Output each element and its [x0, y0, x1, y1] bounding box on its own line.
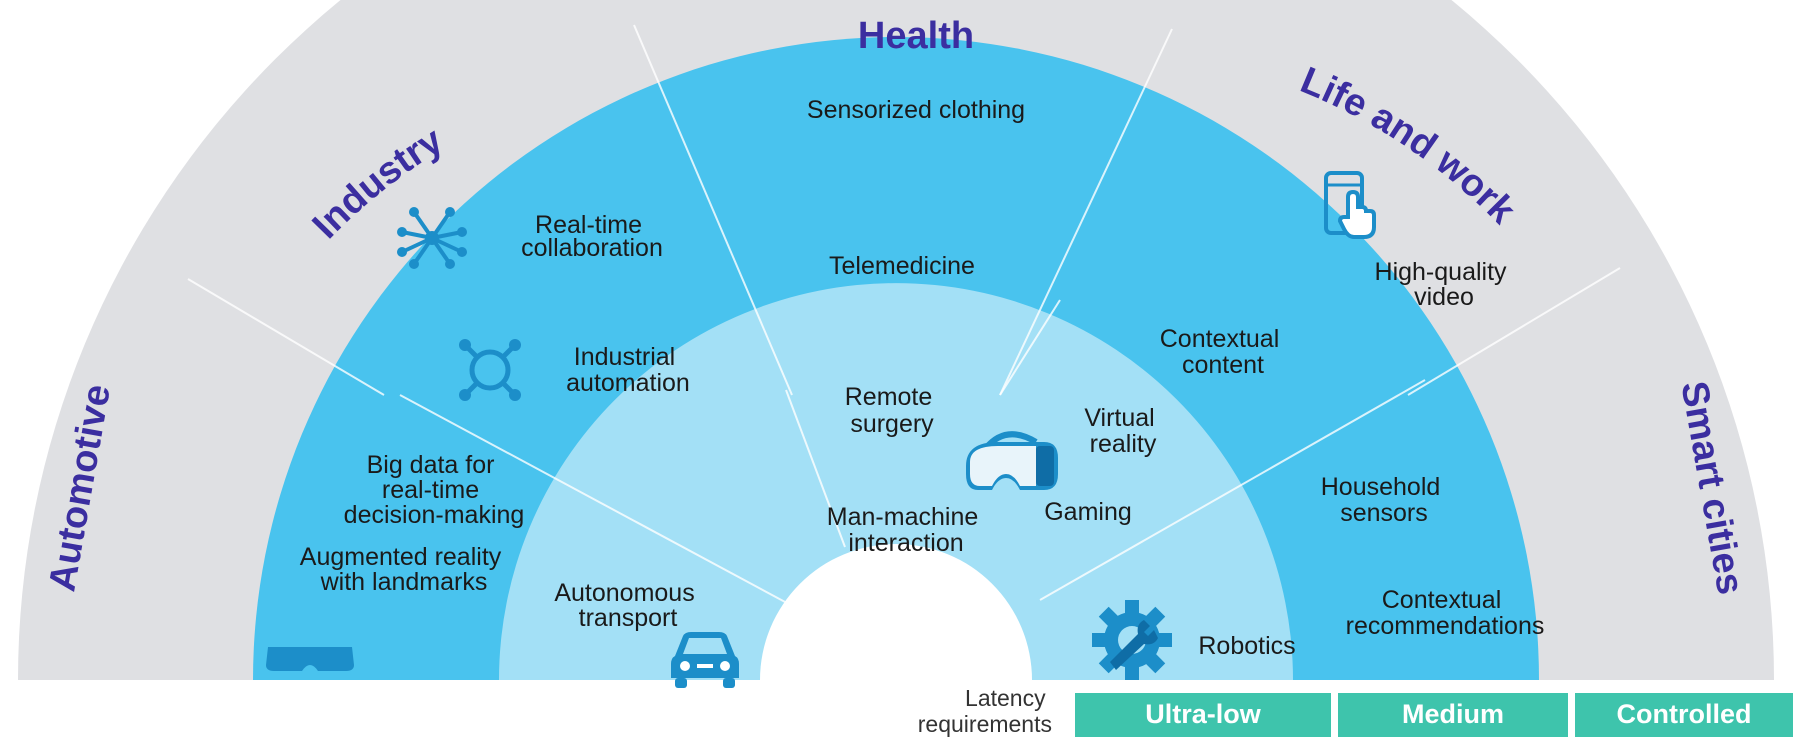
app-contextual-content: Contextual content: [1160, 325, 1286, 379]
app-telemedicine: Telemedicine: [829, 252, 975, 280]
network-hub-icon: [397, 207, 467, 269]
app-autonomous-transport: Autonomous transport: [554, 579, 701, 632]
app-household-sensors: Household sensors: [1321, 473, 1447, 527]
sector-dividers: [187, 24, 1621, 611]
app-man-machine-interaction: Man-machine interaction: [827, 503, 985, 557]
app-contextual-recommendations: Contextual recommendations: [1346, 586, 1545, 640]
latency-level-controlled: Controlled: [1575, 693, 1793, 737]
ar-glasses-icon: [266, 647, 354, 671]
latency-caption: Latency requirements: [918, 685, 1052, 737]
svg-text:Ultra-low: Ultra-low: [1145, 699, 1262, 729]
app-remote-surgery: Remote surgery: [845, 383, 940, 438]
svg-text:Medium: Medium: [1402, 699, 1504, 729]
latency-level-ultra-low: Ultra-low: [1075, 693, 1331, 737]
inner-ring: [499, 283, 1293, 680]
app-gaming: Gaming: [1044, 498, 1132, 526]
app-big-data: Big data for real-time decision-making: [344, 451, 525, 529]
vr-headset-icon: [966, 431, 1058, 490]
svg-text:Controlled: Controlled: [1617, 699, 1752, 729]
app-virtual-reality: Virtual reality: [1084, 404, 1161, 458]
app-robotics: Robotics: [1198, 632, 1295, 660]
app-sensorized-clothing: Sensorized clothing: [807, 96, 1025, 124]
app-augmented-reality: Augmented reality with landmarks: [300, 543, 508, 596]
sector-title-health: Health: [858, 15, 974, 57]
robotics-gear-icon: [1092, 600, 1172, 680]
latency-level-medium: Medium: [1338, 693, 1568, 737]
tablet-touch-icon: [1324, 171, 1376, 239]
car-icon: [671, 632, 739, 688]
app-industrial-automation: Industrial automation: [566, 343, 690, 397]
center-hub: [760, 544, 1032, 680]
automation-nodes-icon: [459, 339, 521, 401]
app-high-quality-video: High-quality video: [1375, 258, 1514, 311]
app-real-time-collaboration: Real-time collaboration: [521, 211, 663, 262]
